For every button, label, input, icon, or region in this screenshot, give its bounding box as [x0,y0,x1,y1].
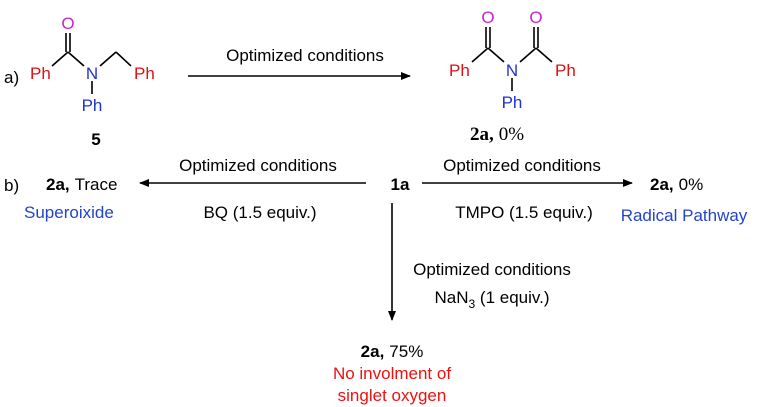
down-product-line: 2a,75% [361,342,424,361]
product-2a-yield: 0% [499,124,525,145]
product-nitrogen: N [506,61,518,80]
left-product-label: 2a, [46,175,70,194]
product-phenyl-nitrogen: Ph [502,93,523,112]
down-product-label: 2a, [361,342,385,361]
down-reagent: NaN3 (1 equiv.) [434,288,549,311]
reactant-phenyl-nitrogen: Ph [82,96,103,115]
product-oxygen-left: O [481,8,494,27]
left-note: Superoixide [24,203,114,222]
reactant-compound-number: 5 [91,130,100,149]
product-2a-structure: O O Ph N Ph Ph [449,8,576,112]
reactant-phenyl-carbonyl: Ph [30,64,51,83]
product-2a-yield-line: 2a,0% [470,124,524,145]
left-condition: Optimized conditions [179,156,337,175]
down-product-result: 75% [389,342,423,361]
right-reagent: TMPO (1.5 equiv.) [455,203,593,222]
center-compound-1a: 1a [391,175,410,194]
down-note-line-1: No involment of [333,364,451,383]
part-b-label: b) [4,176,19,195]
down-condition: Optimized conditions [413,260,571,279]
part-a-arrow-label: Optimized conditions [226,46,384,65]
right-condition: Optimized conditions [443,156,601,175]
left-product-line: 2a, Trace [46,175,117,194]
left-reagent: BQ (1.5 equiv.) [203,203,316,222]
reactant-5-structure: O Ph N Ph Ph [30,14,155,115]
down-reagent-tail: (1 equiv.) [475,288,549,307]
right-product-line: 2a, 0% [650,175,703,194]
right-note: Radical Pathway [621,206,748,225]
product-phenyl-right: Ph [555,61,576,80]
down-reagent-subscript: 3 [469,297,476,311]
down-note-line-2: singlet oxygen [338,386,447,405]
down-reagent-main: NaN [434,288,468,307]
product-phenyl-left: Ph [449,61,470,80]
left-product-result: Trace [75,175,118,194]
reactant-nitrogen: N [86,64,98,83]
reactant-carbonyl-oxygen: O [61,14,74,33]
right-product-result: 0% [679,175,704,194]
part-a-label: a) [4,68,19,87]
product-2a-label: 2a, [470,124,494,145]
product-oxygen-right: O [529,8,542,27]
reactant-phenyl-benzyl: Ph [134,64,155,83]
right-product-label: 2a, [650,175,674,194]
